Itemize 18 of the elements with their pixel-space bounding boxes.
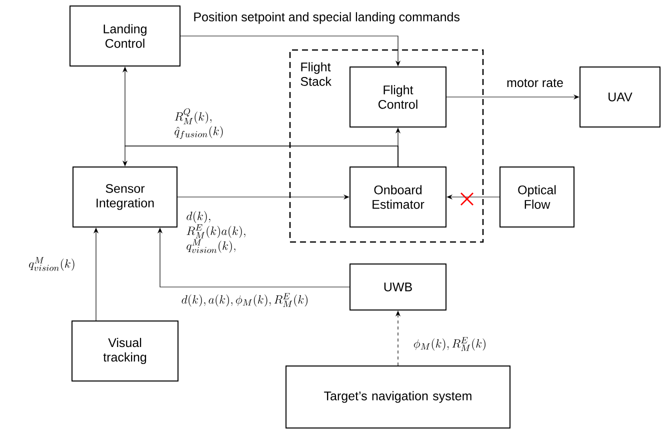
edge-label: $q_{vision}^M(k)$ — [29, 257, 74, 271]
edge-label: $\begin{array}{l}R_M^Q(k),\\ \hat{q}_{fusion}(k)\end{array}$ — [174, 108, 223, 140]
process-box: Onboard Estimator — [350, 166, 446, 228]
process-box: Optical Flow — [500, 166, 574, 228]
process-box: UAV — [580, 66, 660, 128]
arrow — [180, 36, 401, 66]
process-box: Landing Control — [70, 6, 180, 66]
process-box: UWB — [350, 264, 446, 310]
process-box: Sensor Integration — [72, 166, 178, 228]
edge-label: Position setpoint and special landing commands — [194, 12, 460, 24]
process-box: Flight Control — [350, 66, 446, 128]
edge-label: $d(k), a(k), \phi_M(k), R_M^E(k)$ — [182, 293, 308, 307]
edge-label: $\begin{array}{l}d(k),\\ R_M^E(k)a(k),\\ q_{vision}^M(k),\end{array}$ — [186, 211, 246, 254]
edge-label: $\phi_M(k), R_M^E(k)$ — [414, 337, 486, 351]
edge-label: motor rate — [507, 78, 563, 88]
process-box: Target’s navigation system — [286, 366, 510, 428]
process-box: Visual tracking — [72, 320, 178, 382]
arrow — [157, 228, 350, 288]
